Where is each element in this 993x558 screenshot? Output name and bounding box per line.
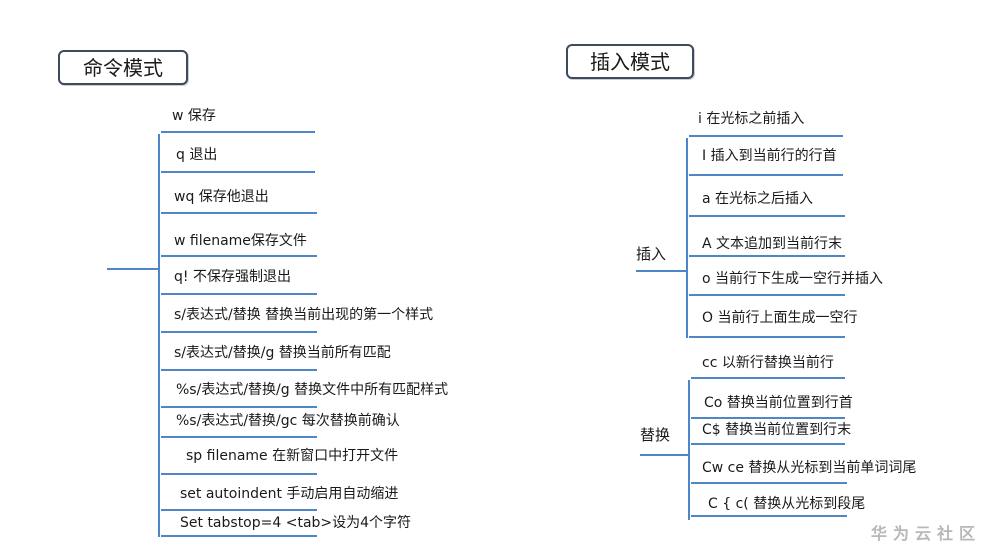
insert-branch	[689, 135, 843, 137]
insert-group-label: 插入	[636, 245, 667, 263]
insert-item-label: a 在光标之后插入	[702, 191, 814, 207]
command-branch	[161, 331, 317, 333]
command-mode-title: 命令模式	[58, 50, 188, 85]
watermark-text: 华为云社区	[870, 524, 981, 543]
command-branch	[161, 406, 317, 408]
command-branch	[161, 369, 317, 371]
insert-mode-title: 插入模式	[566, 44, 694, 79]
insert-item-label: i 在光标之前插入	[698, 111, 805, 127]
command-item-label: set autoindent 手动启用自动缩进	[180, 486, 399, 502]
insert-root-connector	[636, 270, 688, 272]
command-branch	[161, 293, 317, 295]
command-item-label: Set tabstop=4 <tab>设为4个字符	[180, 515, 412, 531]
command-item-label: wq 保存他退出	[174, 189, 269, 205]
replace-trunk	[688, 380, 690, 520]
command-branch	[161, 171, 315, 173]
replace-item-label: Co 替换当前位置到行首	[704, 395, 853, 411]
command-item-label: sp filename 在新窗口中打开文件	[186, 448, 399, 464]
insert-mode-title-text: 插入模式	[590, 49, 670, 74]
command-trunk	[158, 134, 160, 537]
command-branch	[161, 509, 317, 511]
insert-branch	[689, 294, 845, 296]
insert-item-label: A 文本追加到当前行末	[702, 236, 843, 252]
insert-item-label: O 当前行上面生成一空行	[702, 310, 858, 326]
replace-group-label: 替换	[640, 426, 671, 444]
command-item-label: s/表达式/替换/g 替换当前所有匹配	[174, 345, 391, 361]
replace-branch	[691, 417, 845, 419]
insert-branch	[689, 336, 845, 338]
command-branch	[161, 255, 317, 257]
command-root-connector	[107, 268, 159, 270]
insert-item-label: I 插入到当前行的行首	[702, 148, 837, 164]
command-branch	[161, 131, 315, 133]
insert-branch	[689, 215, 845, 217]
command-item-label: w 保存	[172, 108, 216, 124]
replace-item-label: Cw ce 替换从光标到当前单词词尾	[702, 460, 917, 476]
replace-item-label: cc 以新行替换当前行	[702, 355, 834, 371]
command-item-label: s/表达式/替换 替换当前出现的第一个样式	[174, 307, 434, 323]
replace-branch	[691, 482, 847, 484]
insert-item-label: o 当前行下生成一空行并插入	[702, 271, 884, 287]
replace-item-label: C$ 替换当前位置到行末	[702, 422, 852, 438]
replace-branch	[691, 377, 845, 379]
command-item-label: q! 不保存强制退出	[174, 269, 291, 285]
command-branch	[161, 436, 317, 438]
command-item-label: q 退出	[176, 147, 218, 163]
replace-item-label: C { c( 替换从光标到段尾	[708, 496, 866, 512]
insert-branch	[689, 174, 843, 176]
command-branch	[161, 212, 317, 214]
insert-trunk	[686, 138, 688, 338]
replace-branch	[691, 443, 845, 445]
command-item-label: w filename保存文件	[174, 233, 307, 249]
command-item-label: %s/表达式/替换/g 替换文件中所有匹配样式	[176, 382, 449, 398]
command-item-label: %s/表达式/替换/gc 每次替换前确认	[176, 413, 400, 429]
command-branch	[161, 473, 317, 475]
insert-branch	[689, 255, 845, 257]
replace-branch	[691, 515, 847, 517]
command-branch	[161, 535, 317, 537]
command-mode-title-text: 命令模式	[83, 55, 163, 80]
replace-root-connector	[640, 454, 690, 456]
